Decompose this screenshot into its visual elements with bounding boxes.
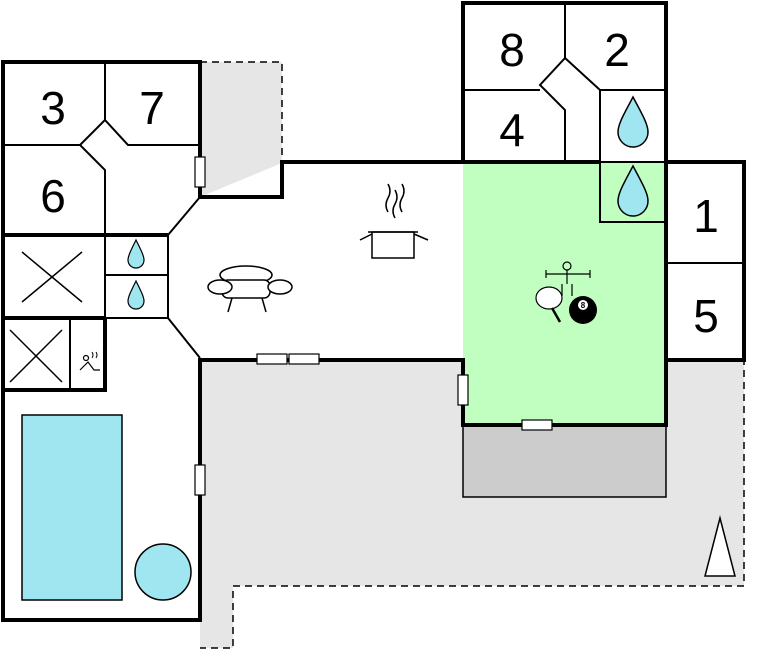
outdoor-area-lower [200, 360, 744, 648]
door [521, 419, 553, 431]
covered-terrace [462, 424, 667, 498]
water-drop-icon [127, 238, 145, 269]
outdoor-areas [200, 61, 745, 649]
cooking-pot-icon [359, 183, 429, 259]
table-football-icon [545, 261, 591, 296]
doors [194, 156, 553, 496]
water-drop-icon [617, 164, 649, 217]
water-drop-icon [127, 279, 145, 310]
room-6: 6 [40, 170, 66, 222]
table-tennis-icon [535, 286, 563, 323]
door [288, 353, 320, 365]
water-drop-icon [617, 95, 649, 148]
bed-cross-icon [21, 251, 83, 303]
room-3: 3 [40, 82, 66, 134]
hot-tub-icon [134, 543, 192, 601]
room-5: 5 [693, 290, 719, 342]
outdoor-area-lower-outline [200, 358, 745, 649]
billiard-ball-icon: 8 [569, 296, 597, 324]
sauna-icon [79, 351, 100, 371]
exterior-walls [1, 1, 746, 622]
bed-cross-icon [9, 329, 63, 383]
door [194, 464, 206, 496]
outdoor-area-upper-outline [200, 61, 283, 163]
north-arrow-icon [704, 515, 736, 577]
door [457, 374, 469, 406]
room-2: 2 [604, 24, 630, 76]
room-1: 1 [693, 190, 719, 242]
door [194, 156, 206, 188]
room-4: 4 [499, 104, 525, 156]
pool-icon [21, 414, 123, 601]
door [256, 353, 288, 365]
outdoor-area-upper [200, 62, 282, 197]
room-labels: 3 7 6 8 2 4 1 5 [40, 24, 719, 342]
room-8: 8 [499, 24, 525, 76]
sofa-icon [207, 265, 293, 313]
room-7: 7 [139, 82, 165, 134]
svg-text:8: 8 [581, 301, 586, 310]
interior-walls [3, 3, 744, 392]
